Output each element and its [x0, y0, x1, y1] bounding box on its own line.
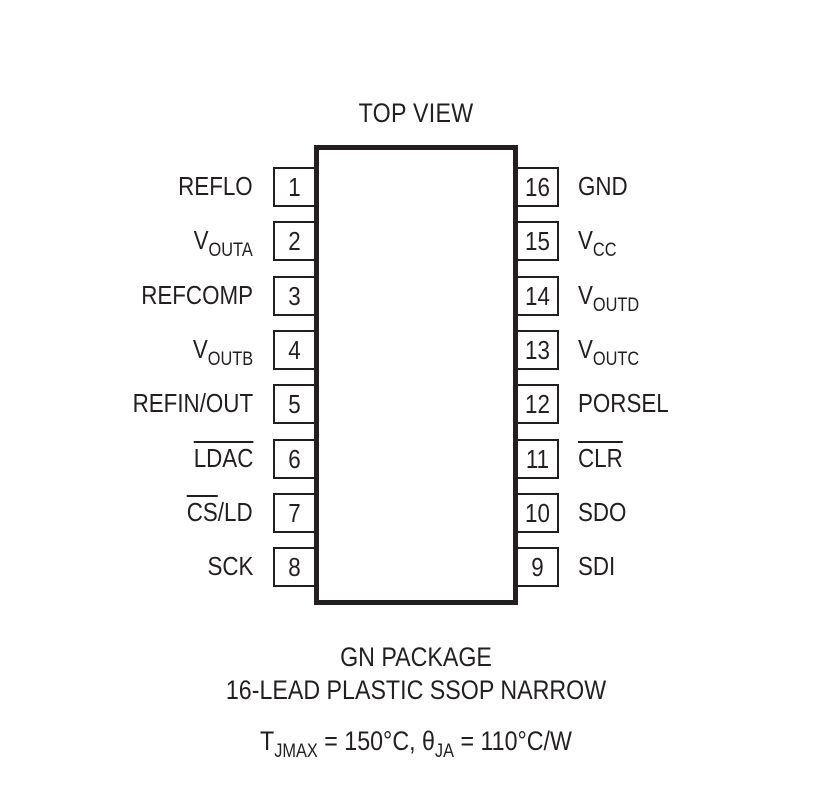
package-name: GN PACKAGE [340, 642, 492, 672]
pin-label-text: SDO [578, 497, 627, 527]
pin-label-text: GND [578, 171, 628, 201]
pin-label-text: V [578, 225, 593, 255]
pin-label: CLR [578, 440, 623, 487]
pin-number: 5 [288, 389, 301, 419]
pin-label: REFLO [178, 168, 253, 215]
pin-14: 14 [516, 276, 559, 316]
pin-number: 3 [288, 281, 301, 311]
pin-number: 9 [531, 552, 544, 582]
pin-label: LDAC [193, 440, 253, 487]
pin-12: 12 [516, 384, 559, 424]
theta-value: = 110°C/W [454, 726, 572, 756]
pin-label: CS/LD [187, 494, 253, 541]
pin-label: SCK [207, 548, 253, 595]
pin-13: 13 [516, 330, 559, 370]
pin-label-text: V [578, 280, 593, 310]
pin-label-overline: LDAC [193, 443, 253, 473]
pin-number: 6 [288, 444, 301, 474]
pin-3: 3 [273, 276, 316, 316]
pin-label-text: /LD [218, 497, 253, 527]
pin-number: 4 [288, 335, 301, 365]
pin-number: 15 [525, 226, 550, 256]
package-body [314, 145, 518, 605]
pin-label-subscript: CC [592, 240, 617, 261]
pin-2: 2 [273, 221, 316, 261]
pin-label-subscript: OUTD [592, 295, 640, 316]
pin-label-text: V [192, 334, 208, 364]
pin-9: 9 [516, 547, 559, 587]
tj-subscript: JMAX [274, 741, 318, 762]
pin-label-text: V [193, 225, 209, 255]
pin-label: REFCOMP [141, 277, 253, 324]
pin-8: 8 [273, 547, 316, 587]
pin-5: 5 [273, 384, 316, 424]
tj-value: = 150°C, [317, 726, 423, 756]
pin-label: GND [578, 168, 628, 215]
pin-label: VOUTD [578, 277, 639, 324]
pin-number: 16 [525, 172, 550, 202]
package-description: 16-LEAD PLASTIC SSOP NARROW [225, 675, 607, 705]
pin-number: 12 [525, 389, 550, 419]
pin-label: VCC [578, 222, 617, 269]
theta-subscript: JA [434, 741, 455, 762]
thermal-spec: TJMAX = 150°C, θJA = 110°C/W [58, 726, 774, 763]
pin-number: 11 [525, 444, 550, 474]
pin-label: VOUTB [193, 331, 253, 378]
pin-1: 1 [273, 167, 316, 207]
pin-label-subscript: OUTC [592, 349, 640, 370]
pin-11: 11 [516, 439, 559, 479]
pin-label: VOUTC [578, 331, 639, 378]
pin-number: 8 [288, 552, 301, 582]
pin-label-text: SCK [207, 551, 253, 581]
pin-4: 4 [273, 330, 316, 370]
pin-label: PORSEL [578, 385, 669, 432]
pin-number: 7 [288, 498, 301, 528]
pin-7: 7 [273, 493, 316, 533]
pin-label-text: REFCOMP [141, 280, 253, 310]
theta-symbol: θ [422, 726, 435, 756]
pin-label: VOUTA [194, 222, 253, 269]
pin-label-text: SDI [578, 551, 616, 581]
pin-label: SDO [578, 494, 626, 541]
pin-label-text: REFLO [178, 171, 253, 201]
pin-label-subscript: OUTB [207, 349, 253, 370]
tj-symbol: T [260, 726, 275, 756]
pin-label: REFIN/OUT [133, 385, 253, 432]
pin-number: 2 [288, 226, 301, 256]
diagram-title: TOP VIEW [358, 98, 474, 128]
pin-label: SDI [578, 548, 615, 595]
pin-label-overline: CS [187, 497, 219, 527]
pin-label-subscript: OUTA [208, 240, 253, 261]
pin-number: 10 [525, 498, 550, 528]
pin-number: 1 [288, 172, 301, 202]
pin-10: 10 [516, 493, 559, 533]
pin-label-text: REFIN/OUT [132, 388, 253, 418]
pin-number: 14 [525, 281, 550, 311]
pin-6: 6 [273, 439, 316, 479]
pin-16: 16 [516, 167, 559, 207]
pin-number: 13 [525, 335, 550, 365]
pin-15: 15 [516, 221, 559, 261]
pin-label-text: PORSEL [578, 388, 669, 418]
pin-label-text: V [578, 334, 593, 364]
pin-label-overline: CLR [578, 443, 623, 473]
